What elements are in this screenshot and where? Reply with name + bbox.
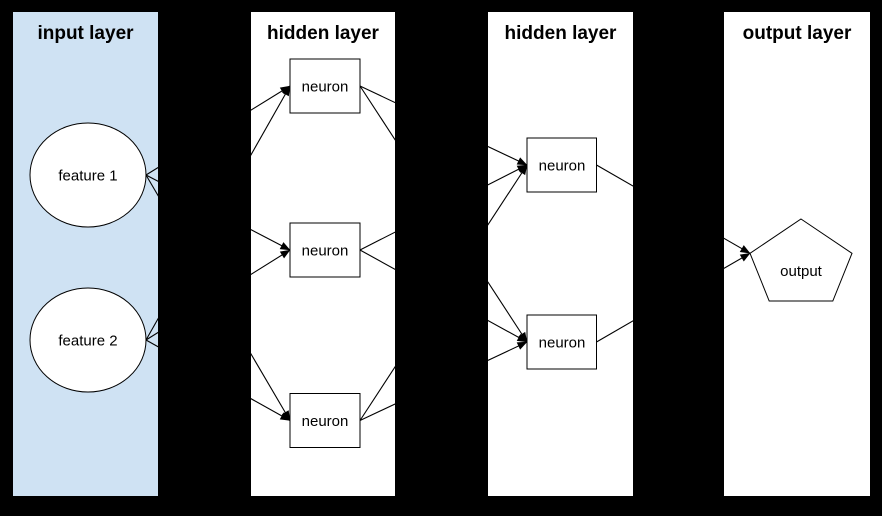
feature-2-label: feature 2 (58, 333, 117, 350)
edge-feature-1-to-h1-neuron-3 (145, 174, 291, 421)
edges-group (145, 85, 751, 421)
edge-h2-neuron-1-to-output (596, 164, 751, 254)
output-label: output (780, 263, 823, 280)
edge-feature-2-to-h1-neuron-1 (145, 85, 291, 341)
h1-neuron-3-label: neuron (302, 413, 349, 430)
edge-h1-neuron-1-to-h2-neuron-1 (359, 85, 528, 166)
edge-feature-2-to-h1-neuron-2 (145, 249, 291, 341)
h1-neuron-1-label: neuron (302, 79, 349, 96)
feature-1-ellipse (29, 122, 147, 228)
node-h2-neuron-1: neuron (526, 137, 597, 193)
h1-neuron-2-label: neuron (302, 243, 349, 260)
h2-neuron-2-label: neuron (539, 335, 586, 352)
h2-neuron-2-rect (526, 314, 597, 370)
output-pentagon (749, 218, 853, 302)
h1-neuron-1-rect (289, 58, 361, 114)
edge-h1-neuron-3-to-h2-neuron-2 (359, 341, 528, 421)
edge-h1-neuron-2-to-h2-neuron-1 (359, 164, 528, 251)
node-h1-neuron-1: neuron (289, 58, 361, 114)
edge-feature-2-to-h1-neuron-3 (145, 339, 291, 421)
feature-1-label: feature 1 (58, 168, 117, 185)
h1-neuron-2-rect (289, 222, 361, 278)
h2-neuron-1-label: neuron (539, 158, 586, 175)
node-h2-neuron-2: neuron (526, 314, 597, 370)
edge-h1-neuron-3-to-h2-neuron-1 (359, 164, 528, 421)
panel-hidden-layer-2 (488, 12, 633, 496)
node-h1-neuron-2: neuron (289, 222, 361, 278)
edge-h1-neuron-2-to-h2-neuron-2 (359, 249, 528, 343)
node-output: output (749, 218, 853, 302)
h1-neuron-3-rect (289, 393, 361, 448)
hidden-layer-2-title: hidden layer (505, 23, 618, 44)
panel-input-layer (13, 12, 158, 496)
feature-2-ellipse (29, 287, 147, 393)
edge-h2-neuron-2-to-output (596, 252, 751, 343)
edge-feature-1-to-h1-neuron-1 (145, 85, 291, 176)
node-feature-2: feature 2 (29, 287, 147, 393)
h2-neuron-1-rect (526, 137, 597, 193)
input-layer-title: input layer (37, 23, 134, 44)
node-feature-1: feature 1 (29, 122, 147, 228)
edge-h1-neuron-1-to-h2-neuron-2 (359, 85, 528, 343)
node-h1-neuron-3: neuron (289, 393, 361, 448)
output-layer-title: output layer (743, 23, 852, 44)
hidden-layer-1-title: hidden layer (267, 23, 380, 44)
